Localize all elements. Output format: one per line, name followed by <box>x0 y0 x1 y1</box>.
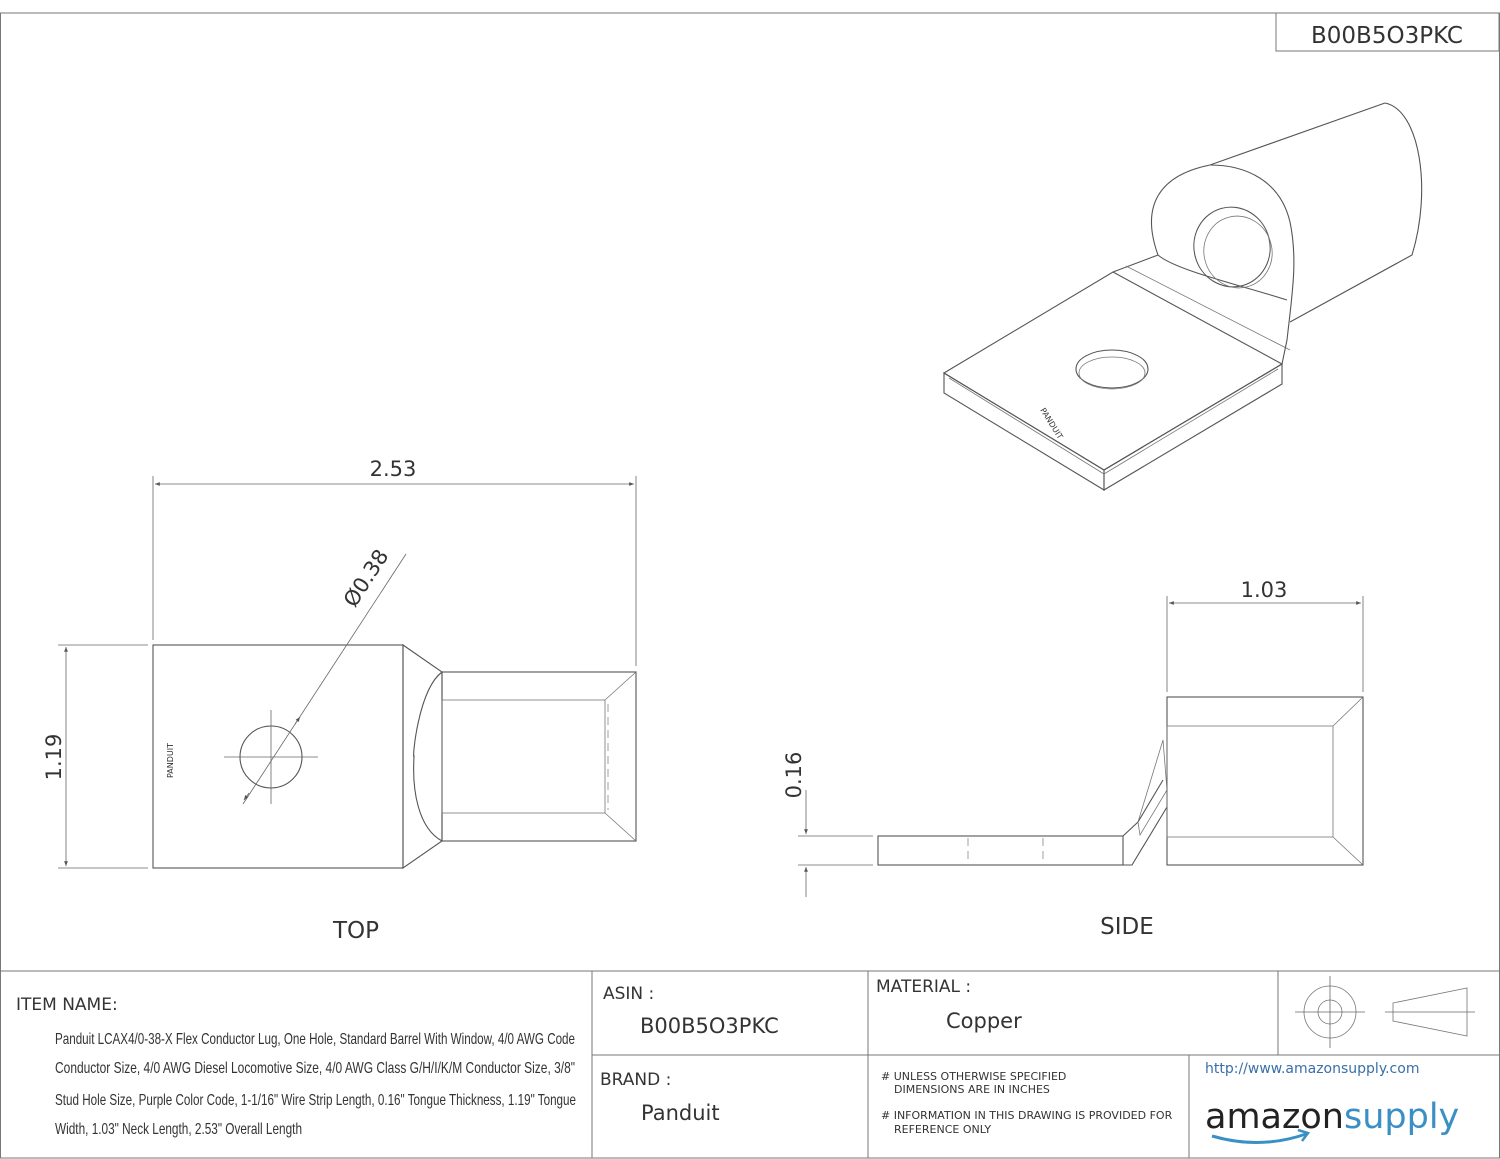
item-name-line-2: Conductor Size, 4/0 AWG Diesel Locomotiv… <box>55 1060 575 1077</box>
material-label: MATERIAL : <box>876 977 971 997</box>
projection-symbol-icon <box>1295 976 1475 1048</box>
title-block: ITEM NAME: Panduit LCAX4/0-38-X Flex Con… <box>0 970 1500 1158</box>
note-2-line-2: REFERENCE ONLY <box>894 1123 991 1136</box>
dim-thickness: 0.16 <box>782 752 806 799</box>
note-2-line-1: # INFORMATION IN THIS DRAWING IS PROVIDE… <box>881 1109 1173 1122</box>
side-view-label: SIDE <box>1100 914 1154 940</box>
item-name-line-1: Panduit LCAX4/0-38-X Flex Conductor Lug,… <box>55 1031 575 1048</box>
item-name-line-3: Stud Hole Size, Purple Color Code, 1-1/1… <box>55 1092 576 1109</box>
amazonsupply-logo: amazonsupply <box>1205 1097 1459 1144</box>
dim-overall-length: 2.53 <box>370 457 417 481</box>
note-1-line-2: DIMENSIONS ARE IN INCHES <box>894 1083 1050 1096</box>
asin-value: B00B5O3PKC <box>640 1014 779 1038</box>
amazonsupply-url[interactable]: http://www.amazonsupply.com <box>1205 1061 1419 1077</box>
asin-label: ASIN : <box>603 984 654 1004</box>
top-view: PANDUIT 2.53 1.19 Ø0.38 TOP <box>42 457 637 944</box>
side-view: 1.03 0.16 SIDE <box>782 578 1364 940</box>
brand-value: Panduit <box>641 1101 720 1125</box>
item-name-line-4: Width, 1.03" Neck Length, 2.53" Overall … <box>55 1121 302 1138</box>
dim-hole-diameter: Ø0.38 <box>339 545 394 611</box>
note-1-line-1: # UNLESS OTHERWISE SPECIFIED <box>881 1070 1066 1083</box>
isometric-view: PANDUIT <box>942 102 1423 491</box>
dim-neck-length: 1.03 <box>1241 578 1288 602</box>
brand-label: BRAND : <box>600 1070 671 1090</box>
logo-supply-text: supply <box>1344 1097 1459 1137</box>
material-value: Copper <box>946 1009 1022 1033</box>
dim-width: 1.19 <box>42 734 66 781</box>
part-number-label: B00B5O3PKC <box>1311 23 1463 49</box>
top-stamp: PANDUIT <box>166 743 175 778</box>
top-view-label: TOP <box>332 918 379 944</box>
item-name-label: ITEM NAME: <box>16 995 118 1015</box>
part-number-box: B00B5O3PKC <box>1275 12 1500 52</box>
logo-smile-icon <box>1211 1132 1307 1144</box>
svg-text:amazonsupply: amazonsupply <box>1205 1097 1459 1137</box>
logo-amazon-text: amazon <box>1205 1097 1344 1137</box>
